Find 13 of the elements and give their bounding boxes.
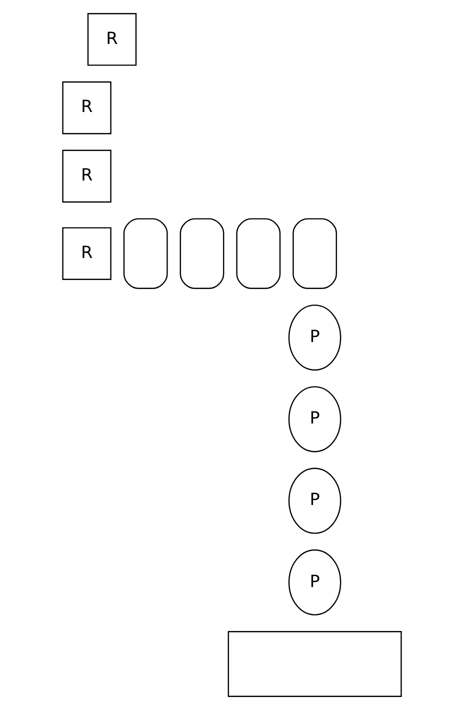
node-arch [292,218,336,289]
node-ellipse: P [288,304,341,371]
node-arch [179,218,224,289]
node-box: R [62,81,111,134]
node-ellipse: P [288,549,341,616]
node-ellipse: P [288,468,341,534]
node-box: R [62,227,111,280]
node-box [227,631,402,697]
node-ellipse: P [288,386,341,452]
node-box: R [62,150,111,203]
node-arch [122,218,168,289]
node-arch [236,218,280,289]
node-box: R [86,13,136,66]
